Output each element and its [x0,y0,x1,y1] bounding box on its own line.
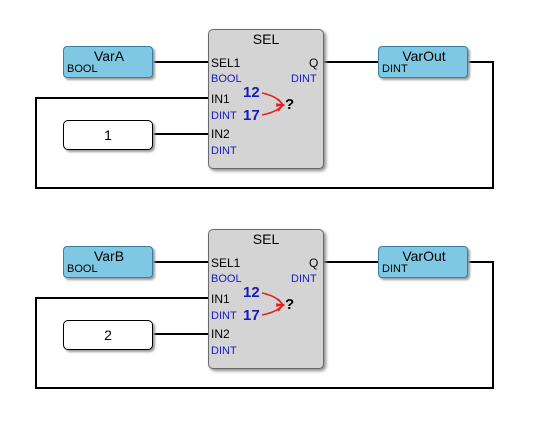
variable-type: BOOL [67,263,98,275]
output-pin-q[interactable]: Q [309,56,319,70]
constant-block-1[interactable]: 1 [63,120,153,150]
wire-const-to-in2 [153,133,209,135]
output-pin-q-type: DINT [291,73,317,85]
wire-feedback-right-vertical [492,261,494,389]
variable-block-varout[interactable]: VarOut DINT [378,246,468,278]
wire-feedback-left-vertical [35,97,37,189]
input-pin-in1-type: DINT [211,110,237,122]
selector-icon-symbol: ? [285,96,294,113]
variable-block-vara[interactable]: VarA BOOL [63,46,153,78]
variable-type: BOOL [67,63,98,75]
variable-type: DINT [382,263,408,275]
selector-icon-top-value: 12 [243,284,260,301]
selector-icon-bottom-value: 17 [243,307,260,324]
input-pin-in2-type: DINT [211,345,237,357]
wire-const-to-in2 [153,333,209,335]
output-pin-q[interactable]: Q [309,256,319,270]
variable-block-varout[interactable]: VarOut DINT [378,46,468,78]
selector-icon-symbol: ? [285,296,294,313]
input-pin-sel1-type: BOOL [211,273,242,285]
input-pin-in2[interactable]: IN2 [211,327,230,341]
selector-icon-top-value: 12 [243,84,260,101]
wire-q-to-varout [324,61,378,63]
network-1: VarA BOOL 1 SEL SEL1 BOOL IN1 DINT IN2 D… [0,0,553,200]
variable-block-varb[interactable]: VarB BOOL [63,246,153,278]
selector-icon: 12 17 ? [243,284,294,324]
wire-varb-to-sel1 [152,261,209,263]
wire-feedback-to-in1 [35,97,209,99]
sel-function-block[interactable]: SEL SEL1 BOOL IN1 DINT IN2 DINT Q DINT 1… [208,229,324,369]
input-pin-in2-type: DINT [211,145,237,157]
variable-name: VarB [93,248,125,264]
variable-name: VarA [93,48,125,64]
wire-feedback-left-vertical [35,297,37,389]
input-pin-sel1-type: BOOL [211,73,242,85]
input-pin-sel1[interactable]: SEL1 [211,256,241,270]
wire-q-to-varout [324,261,378,263]
network-2: VarB BOOL 2 SEL SEL1 BOOL IN1 DINT IN2 D… [0,200,553,400]
input-pin-in2[interactable]: IN2 [211,127,230,141]
selector-icon-bottom-value: 17 [243,107,260,124]
block-title: SEL [252,31,280,47]
variable-name: VarOut [402,248,446,264]
output-pin-q-type: DINT [291,273,317,285]
wire-feedback-right-top [468,261,494,263]
input-pin-in1[interactable]: IN1 [211,292,230,306]
wire-feedback-bottom [35,187,494,189]
input-pin-sel1[interactable]: SEL1 [211,56,241,70]
variable-type: DINT [382,63,408,75]
wire-feedback-right-top [468,61,494,63]
constant-block-2[interactable]: 2 [63,320,153,350]
input-pin-in1-type: DINT [211,310,237,322]
block-title: SEL [252,231,280,247]
wire-feedback-right-vertical [492,61,494,189]
wire-feedback-bottom [35,387,494,389]
wire-feedback-to-in1 [35,297,209,299]
wire-vara-to-sel1 [152,61,209,63]
input-pin-in1[interactable]: IN1 [211,92,230,106]
sel-function-block[interactable]: SEL SEL1 BOOL IN1 DINT IN2 DINT Q DINT 1… [208,29,324,169]
selector-icon: 12 17 ? [243,84,294,124]
variable-name: VarOut [402,48,446,64]
